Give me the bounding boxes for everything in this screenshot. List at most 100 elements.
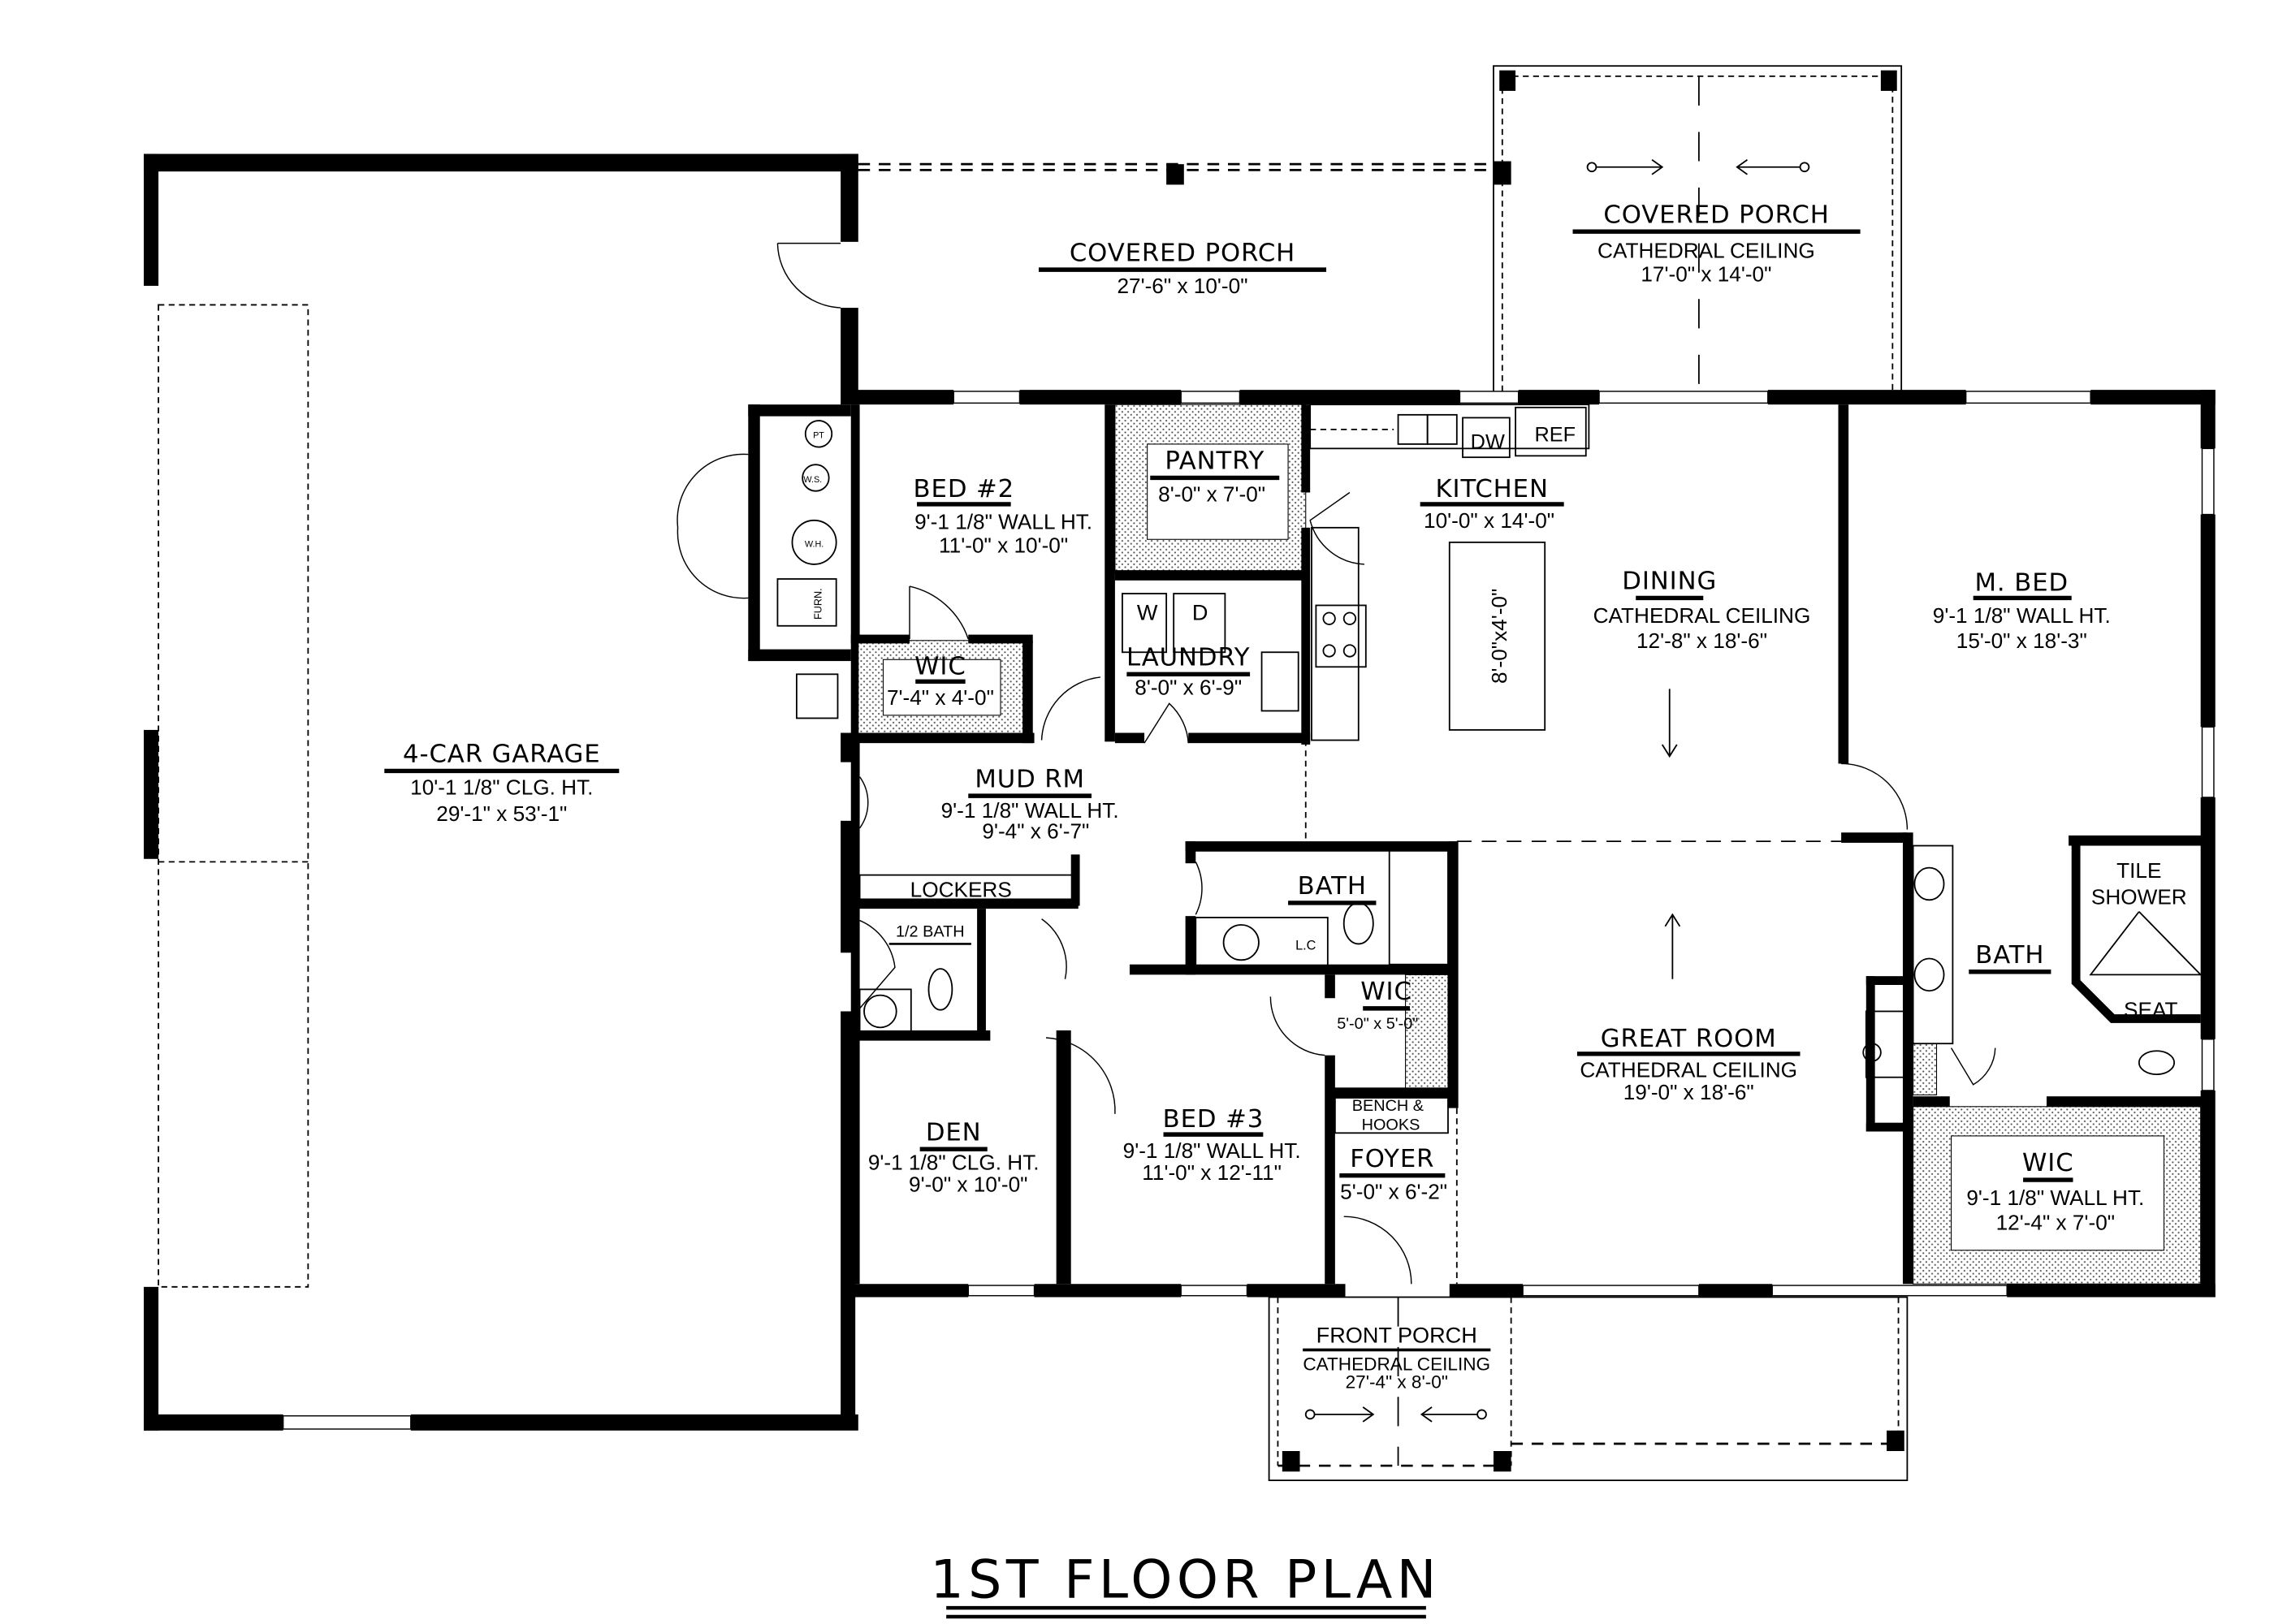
svg-text:CATHEDRAL CEILING: CATHEDRAL CEILING [1580, 1058, 1797, 1082]
svg-text:BATH: BATH [1298, 872, 1367, 901]
svg-text:5'-0" x 6'-2": 5'-0" x 6'-2" [1340, 1180, 1447, 1204]
svg-text:GREAT ROOM: GREAT ROOM [1601, 1025, 1777, 1053]
dryer-label: D [1192, 600, 1208, 625]
svg-text:WIC: WIC [914, 652, 966, 680]
svg-text:11'-0" x 10'-0": 11'-0" x 10'-0" [939, 533, 1068, 558]
svg-text:15'-0" x 18'-3": 15'-0" x 18'-3" [1956, 628, 2087, 653]
svg-text:DINING: DINING [1622, 568, 1717, 596]
svg-text:9'-1 1/8" WALL HT.: 9'-1 1/8" WALL HT. [1123, 1138, 1301, 1163]
house-walls [850, 390, 2216, 1298]
garage-walls [144, 153, 858, 1431]
svg-text:17'-0" x 14'-0": 17'-0" x 14'-0" [1641, 262, 1771, 287]
svg-text:BATH: BATH [1975, 941, 2044, 970]
svg-text:CATHEDRAL CEILING: CATHEDRAL CEILING [1593, 603, 1811, 628]
svg-text:CATHEDRAL CEILING: CATHEDRAL CEILING [1597, 239, 1815, 263]
den-label: DEN 9'-1 1/8" CLG. HT. 9'-0" x 10'-0" [868, 1118, 1040, 1196]
svg-text:WIC: WIC [2022, 1149, 2074, 1177]
master-bed-label: M. BED 9'-1 1/8" WALL HT. 15'-0" x 18'-3… [1933, 568, 2111, 652]
svg-text:LAUNDRY: LAUNDRY [1126, 644, 1250, 672]
master-wic-label: WIC 9'-1 1/8" WALL HT. 12'-4" x 7'-0" [1966, 1149, 2144, 1234]
interior-walls [850, 404, 2208, 1285]
svg-text:10'-1 1/8" CLG. HT.: 10'-1 1/8" CLG. HT. [410, 775, 593, 799]
refrigerator-label: REF [1535, 423, 1576, 446]
svg-text:9'-1 1/8" WALL HT.: 9'-1 1/8" WALL HT. [1933, 603, 2111, 628]
svg-text:BED #3: BED #3 [1163, 1105, 1265, 1134]
svg-text:PANTRY: PANTRY [1165, 447, 1265, 476]
foyer-label: FOYER 5'-0" x 6'-2" [1339, 1145, 1447, 1204]
svg-text:TILE: TILE [2116, 858, 2161, 883]
svg-text:27'-4" x 8'-0": 27'-4" x 8'-0" [1346, 1371, 1448, 1392]
svg-text:19'-0" x 18'-6": 19'-0" x 18'-6" [1623, 1080, 1754, 1104]
svg-text:L.C: L.C [1295, 939, 1316, 953]
plan-title: 1ST FLOOR PLAN [930, 1550, 1440, 1619]
svg-text:SHOWER: SHOWER [2091, 885, 2187, 909]
dining-label: DINING CATHEDRAL CEILING 12'-8" x 18'-6" [1593, 568, 1811, 758]
svg-text:BENCH &: BENCH & [1352, 1097, 1424, 1115]
svg-text:9'-1 1/8" WALL HT.: 9'-1 1/8" WALL HT. [914, 510, 1092, 534]
rear-covered-porch-outline [858, 161, 1511, 185]
svg-text:12'-4" x 7'-0": 12'-4" x 7'-0" [1996, 1210, 2115, 1234]
svg-text:FRONT PORCH: FRONT PORCH [1316, 1322, 1477, 1347]
svg-text:27'-6" x 10'-0": 27'-6" x 10'-0" [1117, 274, 1247, 298]
svg-text:FURN.: FURN. [813, 588, 824, 620]
svg-text:DEN: DEN [926, 1118, 982, 1147]
svg-text:9'-1 1/8" WALL HT.: 9'-1 1/8" WALL HT. [941, 798, 1119, 823]
svg-text:10'-0" x 14'-0": 10'-0" x 14'-0" [1424, 508, 1554, 533]
front-porch-outline [1268, 1296, 1909, 1482]
mechanical-closet [677, 404, 851, 719]
washer-label: W [1137, 600, 1158, 625]
svg-text:12'-8" x 18'-6": 12'-8" x 18'-6" [1636, 628, 1767, 653]
svg-text:MUD RM: MUD RM [975, 765, 1085, 793]
svg-text:11'-0" x 12'-11": 11'-0" x 12'-11" [1142, 1160, 1282, 1185]
bed3-wic-label: WIC 5'-0" x 5'-0" [1337, 978, 1418, 1033]
svg-text:CATHEDRAL CEILING: CATHEDRAL CEILING [1303, 1354, 1490, 1375]
kitchen-fixtures [1122, 404, 1590, 741]
svg-text:W.S.: W.S. [803, 475, 822, 485]
mechanical-labels: PT W.S. W.H. FURN. [803, 431, 824, 620]
svg-text:WIC: WIC [1360, 978, 1412, 1006]
rear-porch-label: COVERED PORCH 27'-6" x 10'-0" [1038, 239, 1327, 298]
island-label: 8'-0"x4'-0" [1487, 589, 1511, 684]
svg-text:9'-4" x 6'-7": 9'-4" x 6'-7" [982, 819, 1089, 844]
laundry-label: W D LAUNDRY 8'-0" x 6'-9" [1126, 600, 1251, 700]
dishwasher-label: DW [1471, 430, 1505, 453]
svg-text:SEAT: SEAT [2124, 998, 2177, 1022]
half-bath-label: 1/2 BATH [888, 922, 971, 945]
svg-text:7'-4" x 4'-0": 7'-4" x 4'-0" [887, 685, 994, 710]
lockers-label: LOCKERS [910, 878, 1012, 902]
mud-room-label: MUD RM 9'-1 1/8" WALL HT. 9'-4" x 6'-7" [941, 765, 1119, 843]
side-porch-label: COVERED PORCH CATHEDRAL CEILING 17'-0" x… [1572, 201, 1861, 287]
svg-text:HOOKS: HOOKS [1362, 1116, 1420, 1134]
svg-text:COVERED PORCH: COVERED PORCH [1603, 201, 1829, 229]
svg-text:9'-1 1/8" WALL HT.: 9'-1 1/8" WALL HT. [1966, 1186, 2144, 1210]
svg-text:FOYER: FOYER [1350, 1145, 1434, 1173]
svg-text:9'-1 1/8" CLG. HT.: 9'-1 1/8" CLG. HT. [868, 1150, 1040, 1174]
bath-label: BATH L.C [1288, 872, 1377, 953]
svg-text:1ST FLOOR PLAN: 1ST FLOOR PLAN [930, 1550, 1440, 1611]
svg-text:5'-0" x 5'-0": 5'-0" x 5'-0" [1337, 1015, 1418, 1033]
great-room-label: GREAT ROOM CATHEDRAL CEILING 19'-0" x 18… [1576, 913, 1801, 1104]
svg-text:9'-0" x 10'-0": 9'-0" x 10'-0" [909, 1173, 1027, 1197]
svg-text:29'-1" x 53'-1": 29'-1" x 53'-1" [436, 801, 567, 826]
bath-fixtures [858, 844, 2203, 1076]
svg-text:8'-0" x 7'-0": 8'-0" x 7'-0" [1158, 482, 1265, 506]
kitchen-label: KITCHEN 10'-0" x 14'-0" 8'-0"x4'-0" DW R… [1420, 423, 1576, 684]
bed2-wic-label: WIC 7'-4" x 4'-0" [887, 652, 994, 710]
svg-text:M. BED: M. BED [1975, 568, 2069, 597]
front-porch-label: FRONT PORCH CATHEDRAL CEILING 27'-4" x 8… [1303, 1322, 1491, 1392]
bed2-label: BED #2 9'-1 1/8" WALL HT. 11'-0" x 10'-0… [914, 475, 1093, 558]
svg-text:4-CAR GARAGE: 4-CAR GARAGE [403, 741, 601, 769]
bench-hooks-label: BENCH & HOOKS [1352, 1097, 1424, 1134]
bed3-label: BED #3 9'-1 1/8" WALL HT. 11'-0" x 12'-1… [1123, 1105, 1301, 1185]
svg-text:W.H.: W.H. [805, 539, 824, 549]
svg-text:PT: PT [813, 431, 824, 441]
svg-text:1/2 BATH: 1/2 BATH [896, 922, 965, 940]
garage-label: 4-CAR GARAGE 10'-1 1/8" CLG. HT. 29'-1" … [384, 741, 620, 826]
svg-text:8'-0" x 6'-9": 8'-0" x 6'-9" [1135, 676, 1242, 700]
pantry-label: PANTRY 8'-0" x 7'-0" [1150, 447, 1280, 506]
svg-text:KITCHEN: KITCHEN [1435, 475, 1548, 503]
svg-text:BED #2: BED #2 [914, 475, 1015, 503]
master-bath-label: BATH TILE SHOWER SEAT [1969, 858, 2187, 1022]
svg-text:COVERED PORCH: COVERED PORCH [1070, 239, 1295, 267]
